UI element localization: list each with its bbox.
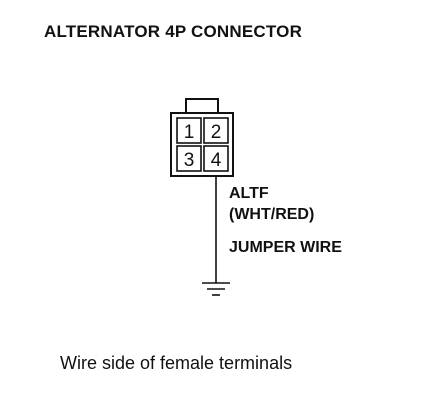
pin-cavity-4 (203, 145, 229, 172)
wire-name-label: ALTF (229, 185, 269, 202)
pin-number-4: 4 (211, 150, 222, 171)
pin-cavity-3 (176, 145, 202, 172)
pin-cavity-2 (203, 117, 229, 144)
diagram-caption: Wire side of female terminals (60, 353, 293, 373)
connector-body (170, 112, 234, 177)
pin-cavity-1 (176, 117, 202, 144)
ground-icon (202, 282, 230, 296)
pin-number-2: 2 (211, 122, 222, 143)
jumper-wire-label: JUMPER WIRE (229, 239, 342, 256)
pin-number-3: 3 (184, 150, 195, 171)
diagram-title: ALTERNATOR 4P CONNECTOR (44, 22, 303, 41)
connector-latch (185, 98, 219, 115)
pin-number-1: 1 (184, 122, 195, 143)
wire-color-label: (WHT/RED) (229, 206, 315, 223)
